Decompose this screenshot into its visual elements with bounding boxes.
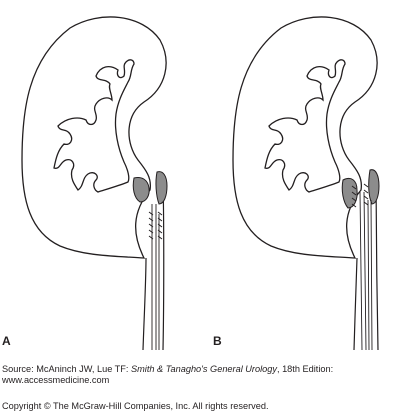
source-prefix: Source: McAninch JW, Lue TF: xyxy=(2,364,132,374)
panel-a-drawing xyxy=(21,16,168,351)
panel-b-stent-tube xyxy=(359,191,373,351)
source-suffix: , 18th Edition: xyxy=(276,364,334,374)
panel-b-shading-right xyxy=(368,169,380,205)
panel-a-shading-left xyxy=(132,177,150,203)
panel-b-drawing xyxy=(232,16,380,351)
panel-a-shading-right xyxy=(155,171,168,205)
source-url: www.accessmedicine.com xyxy=(2,375,110,385)
book-title: Smith & Tanagho's General Urology xyxy=(131,364,277,374)
panel-label-a: A xyxy=(2,334,11,348)
panel-a-stent-tube xyxy=(151,204,160,350)
panel-a-ureter xyxy=(142,179,165,351)
panel-b-shading-left xyxy=(341,177,358,209)
source-citation: Source: McAninch JW, Lue TF: Smith & Tan… xyxy=(2,364,333,375)
panel-a-suture-marks xyxy=(148,211,163,240)
copyright-notice: Copyright © The McGraw-Hill Companies, I… xyxy=(2,401,269,411)
panel-b-suture-marks xyxy=(351,183,369,208)
panel-label-b: B xyxy=(213,334,222,348)
